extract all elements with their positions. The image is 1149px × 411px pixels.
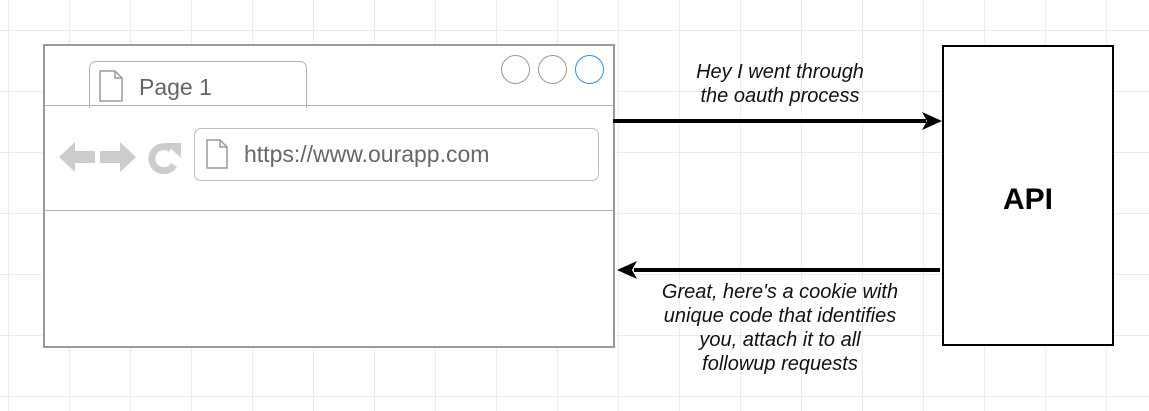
forward-arrow-icon[interactable] — [100, 142, 136, 172]
tab-label: Page 1 — [139, 74, 212, 100]
browser-tab[interactable]: Page 1 — [89, 61, 307, 108]
api-label: API — [1002, 183, 1053, 216]
request-line-1: Hey I went through — [696, 61, 864, 83]
response-message: Great, here's a cookie with unique code … — [620, 280, 940, 376]
window-control-circle[interactable] — [501, 55, 530, 84]
document-icon — [99, 70, 123, 102]
reload-icon[interactable] — [145, 140, 185, 176]
request-line-2: the oauth process — [700, 85, 860, 107]
response-line-1: Great, here's a cookie with — [661, 281, 899, 303]
request-arrowhead — [922, 112, 942, 130]
response-arrowhead — [617, 261, 637, 279]
request-message: Hey I went through the oauth process — [620, 60, 940, 108]
content-divider — [45, 210, 613, 211]
response-line-2: unique code that identifies — [663, 305, 897, 327]
url-text[interactable]: https://www.ourapp.com — [244, 141, 490, 167]
response-line-4: followup requests — [702, 353, 858, 375]
api-box: API — [942, 45, 1114, 346]
address-bar[interactable]: https://www.ourapp.com — [194, 128, 599, 181]
window-control-circle[interactable] — [538, 55, 567, 84]
tab-divider — [45, 105, 613, 106]
document-icon — [206, 139, 228, 169]
window-control-circle-active[interactable] — [575, 55, 604, 84]
response-line-3: you, attach it to all — [699, 329, 861, 351]
back-arrow-icon[interactable] — [59, 142, 95, 172]
browser-window: Page 1 https://www.ourapp.com — [43, 44, 615, 348]
